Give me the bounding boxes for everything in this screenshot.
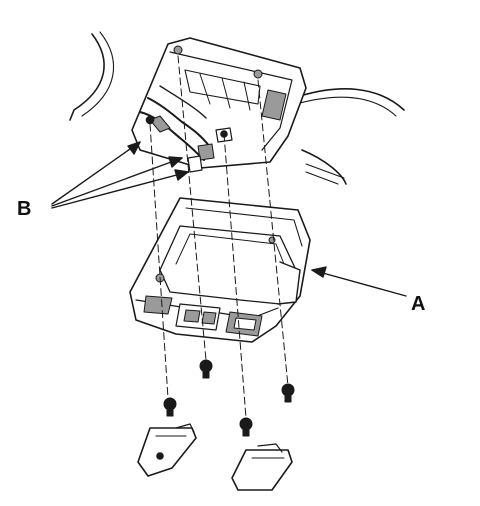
roof-headliner bbox=[69, 31, 405, 185]
screw-4 bbox=[239, 417, 253, 437]
lens-cover-right bbox=[231, 443, 293, 491]
callout-label-a: A bbox=[411, 293, 426, 315]
lens-cover-left bbox=[137, 423, 197, 477]
overhead-console bbox=[129, 197, 311, 343]
screws bbox=[163, 359, 295, 437]
alignment-lines bbox=[149, 55, 289, 419]
screw-3 bbox=[163, 397, 177, 417]
screw-1 bbox=[199, 359, 213, 379]
roof-bracket bbox=[131, 37, 307, 173]
leader-lines-b bbox=[51, 141, 189, 209]
callout-label-b: B bbox=[17, 198, 32, 220]
screw-2 bbox=[281, 383, 295, 403]
leader-line-a bbox=[311, 266, 407, 297]
